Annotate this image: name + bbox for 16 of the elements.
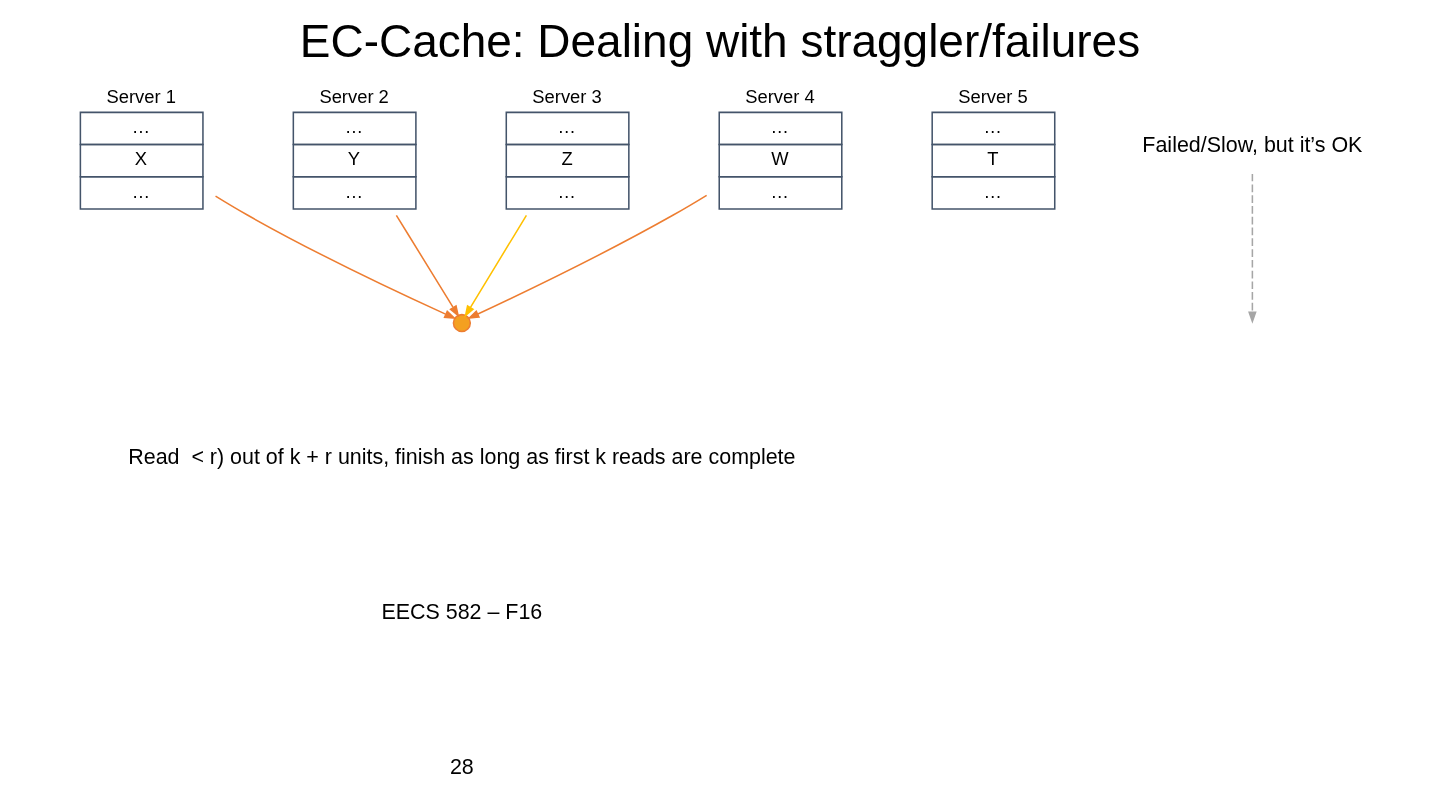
arrow <box>395 214 460 318</box>
label: Read < r) out of k + r units, finish as long as first k reads are complete <box>128 445 796 470</box>
label: EECS 582 – F16 <box>381 600 543 625</box>
node-label: Server 4 <box>745 85 815 107</box>
arrow <box>464 214 528 318</box>
arrow <box>467 194 708 320</box>
node-label: Server 5 <box>958 85 1028 107</box>
node-label: Server 1 <box>106 85 176 107</box>
node-text: Failed/Slow, but it’s OK <box>1142 132 1363 157</box>
node-label: Server 3 <box>532 85 602 107</box>
node-label: Server 2 <box>319 85 389 107</box>
diagram-title: EC-Cache: Dealing with straggler/failures <box>299 15 1141 68</box>
arrow <box>214 195 457 320</box>
arrow <box>1248 173 1257 324</box>
node-circle <box>452 313 472 333</box>
label: 28 <box>449 754 474 779</box>
